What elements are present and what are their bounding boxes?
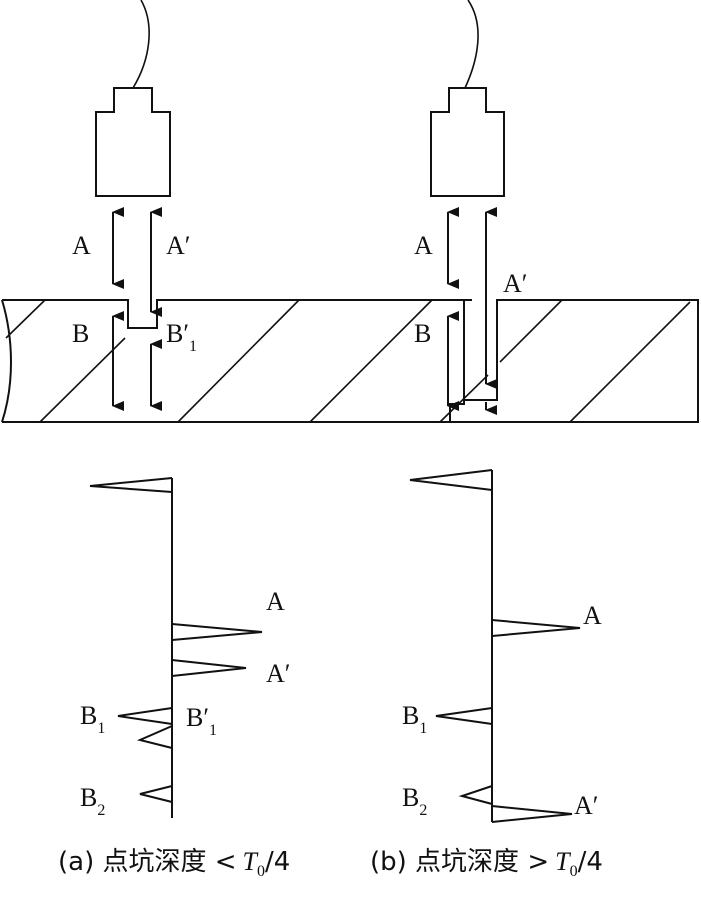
wave-label-A-b: A [583, 601, 602, 630]
specimen-plate-a [2, 299, 472, 329]
panel-b: A A′ B A B1 B2 A′ (b) 点坑深度 >T0/4 [2, 0, 699, 880]
wave-label-A-prime-b: A′ [574, 791, 598, 820]
wave-label-A-prime-a: A′ [266, 659, 290, 688]
wave-label-A-a: A [266, 587, 285, 616]
echo-B1-a [117, 707, 173, 725]
hatching-a [5, 299, 433, 423]
echo-A-prime-a [171, 659, 247, 677]
probe-b [430, 87, 505, 197]
wave-label-B2-b: B2 [402, 783, 427, 819]
echo-B1-b [435, 707, 493, 725]
panel-a: A A′ B B′1 A A′ B1 B′1 B2 (a) 点坑深度 <T0/4 [1, 0, 472, 880]
specimen-plate-b [449, 299, 472, 422]
caption-b: (b) 点坑深度 >T0/4 [370, 847, 603, 880]
hatching-b [439, 299, 691, 423]
initial-pulse-b [409, 469, 493, 491]
plate-break-edge [1, 299, 12, 423]
probe-a [95, 87, 171, 197]
echo-B2-b [458, 785, 493, 805]
probe-cable-b [464, 0, 479, 89]
echo-B1-prime-a [136, 725, 173, 749]
echo-B2-a [139, 785, 173, 803]
echo-A-a [171, 623, 263, 641]
wave-label-B1-b: B1 [402, 701, 427, 737]
initial-pulse-a [89, 477, 173, 493]
caption-a: (a) 点坑深度 <T0/4 [58, 847, 290, 880]
echo-A-prime-b [491, 805, 573, 823]
label-A-a: A [72, 231, 91, 260]
label-B-a: B [72, 319, 89, 348]
label-A-prime-b: A′ [503, 269, 527, 298]
wave-label-B1-a: B1 [80, 701, 105, 737]
wave-label-B2-a: B2 [80, 783, 105, 819]
probe-cable-a [132, 0, 150, 89]
label-A-prime-a: A′ [166, 231, 190, 260]
label-A-b: A [414, 231, 433, 260]
deep-pit-b [2, 299, 699, 423]
label-B1-prime-a: B′1 [166, 319, 197, 355]
label-B-b: B [414, 319, 431, 348]
echo-A-b [491, 619, 581, 637]
wave-paths-a [112, 207, 162, 411]
wave-label-B1-prime-a: B′1 [186, 703, 217, 739]
wave-paths-b [447, 207, 497, 415]
